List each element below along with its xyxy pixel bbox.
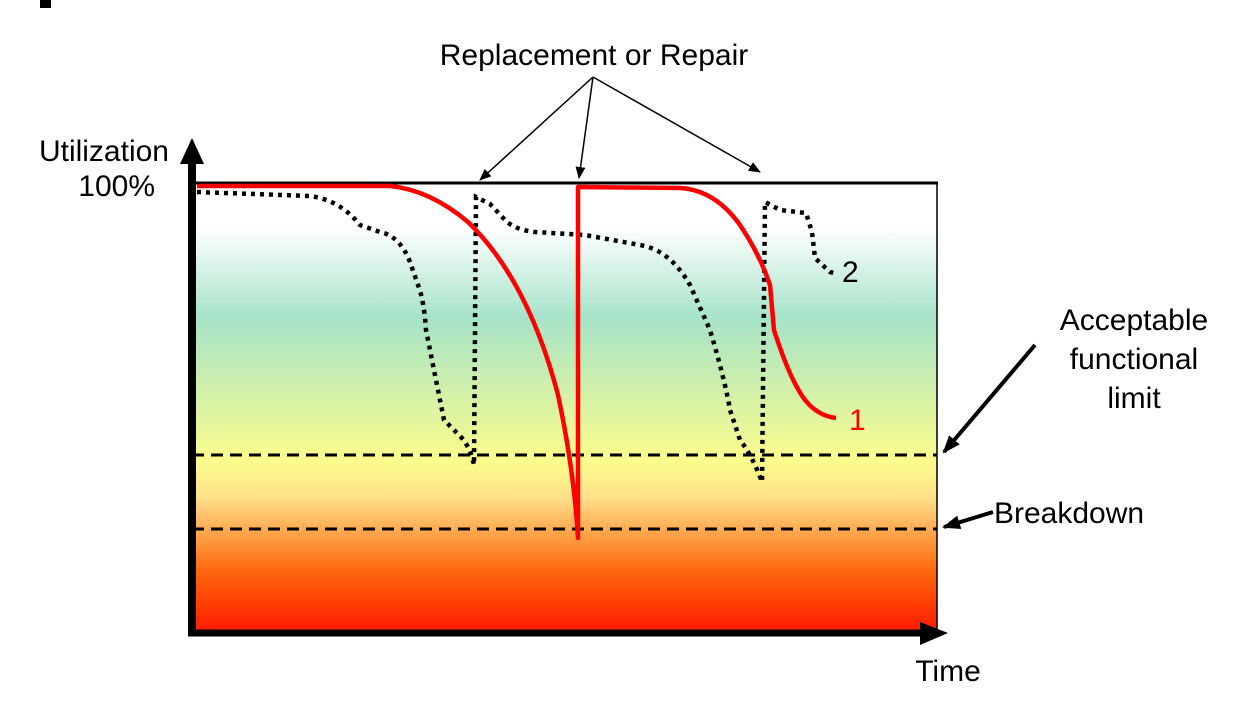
curve-1-red: [197, 183, 837, 541]
condition-gradient-area: [192, 183, 937, 632]
breakdown-label: Breakdown: [994, 497, 1144, 530]
maintenance-label: Replacement or Repair: [440, 39, 748, 72]
curve-1-label: 1: [849, 404, 866, 437]
acceptable-limit-label-line-1: Acceptable: [1060, 304, 1208, 337]
curve-2-label: 2: [842, 256, 859, 289]
x-axis-label: Time: [915, 655, 981, 688]
acceptable-limit-arrow: [942, 343, 1037, 454]
curve-2-dotted: [196, 189, 839, 483]
acceptable-limit-label-line-3: limit: [1107, 382, 1161, 415]
maintenance-arrow-1: [479, 76, 594, 181]
y-max-label: 100%: [78, 170, 155, 203]
y-axis-label: Utilization: [39, 135, 169, 168]
maintenance-arrow-2: [575, 76, 594, 179]
acceptable-limit-label-line-2: functional: [1070, 343, 1198, 376]
x-axis-arrowhead: [920, 622, 948, 645]
maintenance-arrow-3: [592, 76, 761, 173]
corner-mark: [40, 0, 51, 8]
breakdown-arrow: [942, 510, 994, 530]
y-axis-arrowhead: [180, 138, 204, 164]
